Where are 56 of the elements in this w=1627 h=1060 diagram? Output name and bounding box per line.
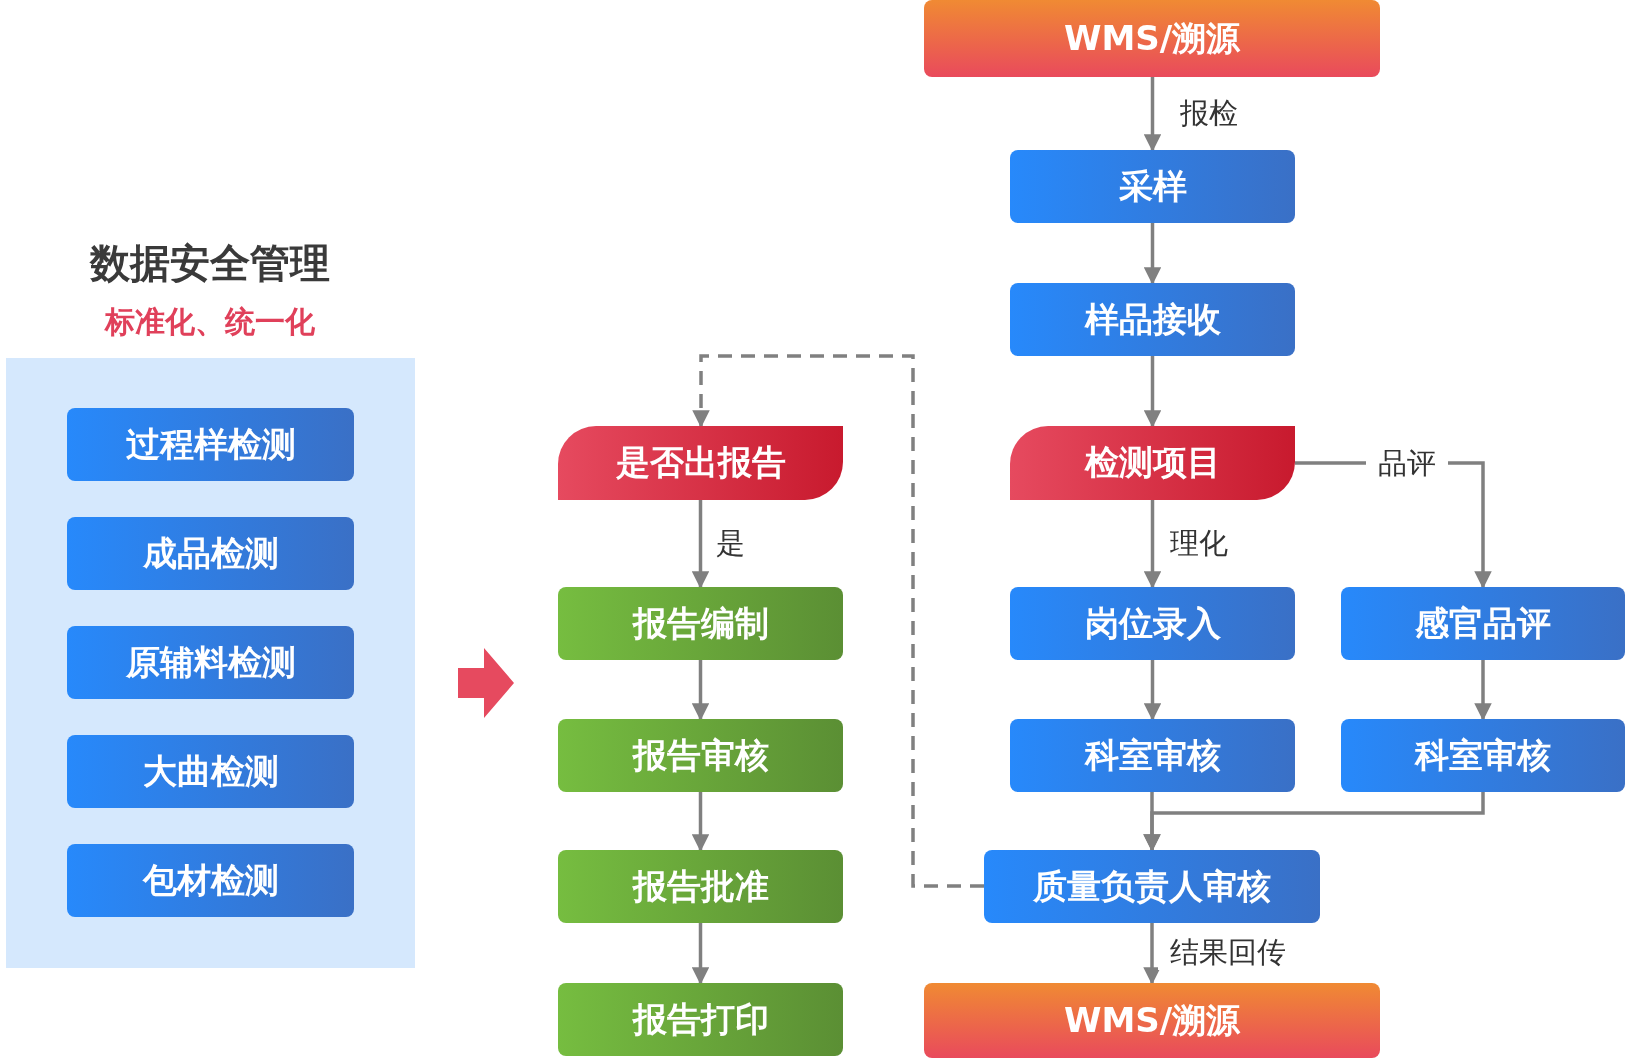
arrow <box>691 792 710 852</box>
system-box <box>924 0 1380 77</box>
decision-box <box>1010 426 1295 500</box>
arrow <box>1143 660 1162 721</box>
process-box <box>67 626 354 699</box>
process-box <box>1010 587 1295 660</box>
node-label: 包材检测 <box>142 858 279 902</box>
process-box <box>558 719 843 792</box>
process-box <box>1341 719 1625 792</box>
node-label: 是否出报告 <box>615 441 786 484</box>
node-label: 报告打印 <box>632 997 769 1041</box>
arrow <box>1143 223 1162 285</box>
arrow <box>1143 356 1162 428</box>
node-label: 采样 <box>1118 164 1187 208</box>
decision-box <box>558 426 843 500</box>
node-label: 科室审核 <box>1084 733 1221 777</box>
node-label: 科室审核 <box>1415 733 1551 777</box>
node-label: 过程样检测 <box>125 422 296 466</box>
arrow <box>691 500 710 589</box>
subtitle: 标准化、统一化 <box>103 303 316 341</box>
arrow <box>691 660 710 721</box>
node-label: 报告审核 <box>632 733 769 777</box>
node-label: 原辅料检测 <box>125 640 296 684</box>
node-label: 检测项目 <box>1084 441 1221 484</box>
process-box <box>984 850 1320 923</box>
arrow <box>1143 923 1161 985</box>
node-label: 质量负责人审核 <box>1033 864 1271 908</box>
process-box <box>1341 587 1625 660</box>
node-label: 报告批准 <box>632 864 769 908</box>
node-label: 样品接收 <box>1084 297 1221 341</box>
process-box <box>558 587 843 660</box>
arrow <box>1143 792 1485 852</box>
node-label: WMS/溯源 <box>1063 998 1241 1042</box>
arrow <box>1474 660 1492 721</box>
node-label: 成品检测 <box>142 531 279 575</box>
process-box <box>67 844 354 917</box>
process-box <box>67 735 354 808</box>
arrow <box>1143 500 1162 589</box>
group-panel <box>6 358 415 968</box>
process-box <box>1010 150 1295 223</box>
process-box <box>558 850 843 923</box>
process-box <box>67 408 354 481</box>
process-box <box>67 517 354 590</box>
title: 数据安全管理 <box>88 239 331 288</box>
node-label: WMS/溯源 <box>1063 16 1241 60</box>
process-box <box>1010 283 1295 356</box>
system-box <box>924 983 1380 1058</box>
process-box <box>1010 719 1295 792</box>
node-label: 感官品评 <box>1415 601 1551 645</box>
node-label: 大曲检测 <box>142 749 279 793</box>
arrow <box>1143 77 1162 152</box>
dashed-connector <box>692 354 984 888</box>
process-box <box>558 983 843 1056</box>
node-label: 报告编制 <box>632 601 769 645</box>
node-label: 岗位录入 <box>1084 601 1221 645</box>
arrow <box>691 923 710 985</box>
